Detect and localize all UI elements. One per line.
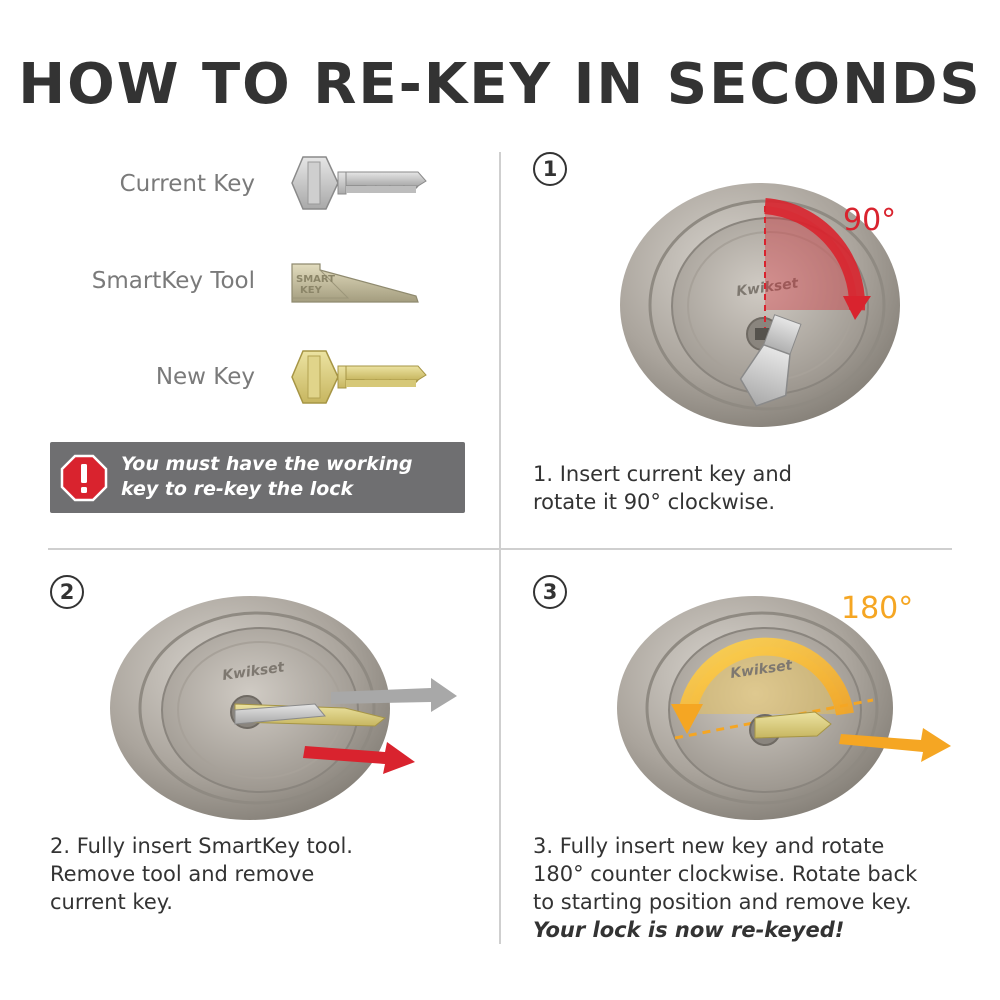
step-2-caption: 2. Fully insert SmartKey tool. Remove to… [50,832,353,916]
step-1-angle: 90° [843,203,896,238]
current-key-icon [291,156,427,210]
warning-line-1: You must have the working [121,453,413,475]
tool-stamp-line1: SMART [296,274,335,285]
insert-arrow-icon [839,728,951,762]
step-3-caption: 3. Fully insert new key and rotate 180° … [533,832,917,944]
legend-new-key-label: New Key [155,364,255,390]
horizontal-divider [48,548,952,550]
new-key-icon [291,350,427,404]
warning-banner: You must have the working key to re-key … [50,442,465,513]
insert-arrow-icon [331,678,457,712]
new-key-in-lock-icon [754,711,832,739]
step-1-line-2: rotate it 90° clockwise. [533,490,776,514]
warning-text: You must have the working key to re-key … [121,452,451,502]
rotation-arrow-icon [843,296,871,320]
step-3-emphasis: Your lock is now re-keyed! [533,918,845,942]
warning-line-2: key to re-key the lock [121,478,354,500]
exclamation-octagon-icon [60,454,108,502]
step-1-number: 1 [533,152,567,186]
step-1-caption: 1. Insert current key and rotate it 90° … [533,460,792,516]
step-1-line-1: 1. Insert current key and [533,462,792,486]
legend-current-key-label: Current Key [119,171,255,197]
rotation-arrow-icon [671,704,703,734]
step-2-illustration: Kwikset [110,596,457,820]
step-3-illustration: Kwikset 180° [617,591,951,820]
step-3-line-3: to starting position and remove key. [533,890,912,914]
tool-stamp-line2: KEY [300,285,323,296]
step-3-line-1: 3. Fully insert new key and rotate [533,834,885,858]
current-key-in-lock-icon [234,703,326,725]
step-2-number: 2 [50,575,84,609]
step-3-number: 3 [533,575,567,609]
smartkey-tool-icon: SMART KEY [291,263,419,303]
step-2-line-1: 2. Fully insert SmartKey tool. [50,834,353,858]
page-title: HOW TO RE-KEY IN SECONDS [18,52,982,117]
current-key-in-lock-icon [739,314,802,407]
step-2-line-2: Remove tool and remove [50,862,315,886]
step-3-line-2: 180° counter clockwise. Rotate back [533,862,918,886]
step-1-illustration: Kwikset 90° [620,183,900,427]
remove-arrow-icon [303,742,415,774]
step-2-line-3: current key. [50,890,173,914]
step-3-angle: 180° [841,591,913,626]
rotation-sweep [765,206,858,310]
legend-smartkey-tool-label: SmartKey Tool [91,268,255,294]
